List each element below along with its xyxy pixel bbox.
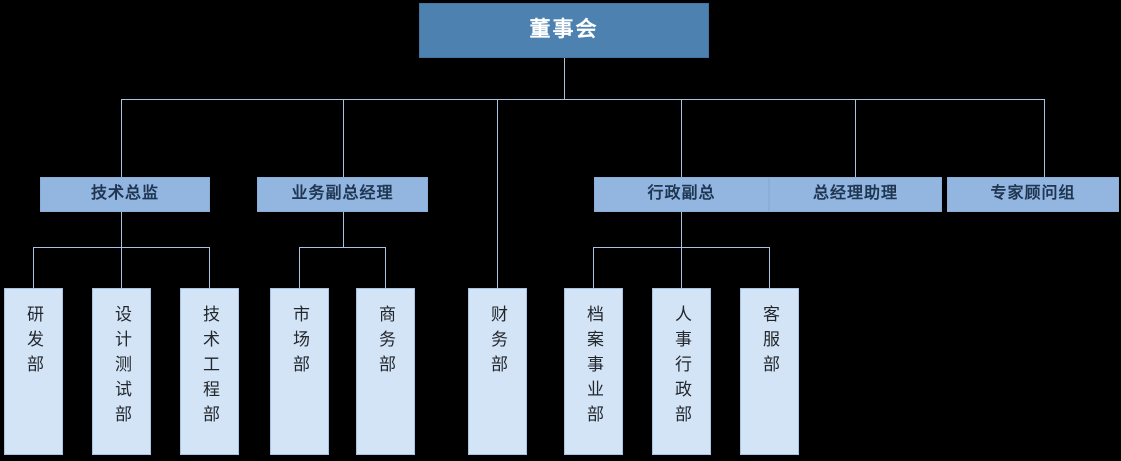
node-board-of-directors[interactable]: 董事会 <box>419 3 709 58</box>
connector-drop-gm-assistant <box>855 99 856 177</box>
connector-drop-commerce-dept <box>385 247 386 288</box>
connector-drop-business-vp <box>343 99 344 177</box>
node-admin-vp[interactable]: 行政副总 <box>594 177 769 212</box>
connector-trunk-business-vp <box>343 212 344 247</box>
node-label: 客服部 <box>760 305 779 380</box>
connector-root-trunk <box>564 58 565 99</box>
node-hr-admin[interactable]: 人事行政部 <box>652 288 711 455</box>
connector-drop-design-test <box>121 247 122 288</box>
node-tech-eng[interactable]: 技术工程部 <box>180 288 239 455</box>
node-label: 设计测试部 <box>112 305 131 430</box>
node-rd-dept[interactable]: 研发部 <box>4 288 63 455</box>
node-commerce-dept[interactable]: 商务部 <box>356 288 415 455</box>
node-label: 业务副总经理 <box>291 185 394 203</box>
node-label: 董事会 <box>529 18 599 42</box>
node-tech-director[interactable]: 技术总监 <box>40 177 210 212</box>
connector-drop-admin-vp <box>681 99 682 177</box>
node-label: 行政副总 <box>647 185 716 203</box>
node-label: 人事行政部 <box>672 305 691 430</box>
node-label: 总经理助理 <box>812 185 898 203</box>
connector-drop-market-dept <box>299 247 300 288</box>
connector-drop-hr-admin <box>681 247 682 288</box>
connector-drop-expert-group <box>1044 99 1045 177</box>
node-gm-assistant[interactable]: 总经理助理 <box>769 177 942 212</box>
node-label: 技术总监 <box>90 185 159 203</box>
connector-trunk-admin-vp <box>681 212 682 247</box>
connector-drop-tech-eng <box>209 247 210 288</box>
node-market-dept[interactable]: 市场部 <box>270 288 329 455</box>
node-label: 技术工程部 <box>200 305 219 430</box>
connector-drop-rd-dept <box>33 247 34 288</box>
node-label: 档案事业部 <box>584 305 603 430</box>
node-business-vp[interactable]: 业务副总经理 <box>257 177 428 212</box>
connector-trunk-tech-director <box>121 212 122 247</box>
node-label: 研发部 <box>24 305 43 380</box>
connector-drop-archive-div <box>593 247 594 288</box>
connector-drop-service-dept <box>769 247 770 288</box>
node-archive-div[interactable]: 档案事业部 <box>564 288 623 455</box>
connector-level1-bus <box>121 99 1045 100</box>
node-label: 财务部 <box>488 305 507 380</box>
connector-drop-tech-director <box>121 99 122 177</box>
node-label: 市场部 <box>290 305 309 380</box>
node-label: 专家顾问组 <box>990 185 1076 203</box>
node-finance-dept[interactable]: 财务部 <box>468 288 527 455</box>
node-expert-group[interactable]: 专家顾问组 <box>947 177 1119 212</box>
node-service-dept[interactable]: 客服部 <box>740 288 799 455</box>
node-label: 商务部 <box>376 305 395 380</box>
connector-drop-finance-dept <box>497 99 498 288</box>
connector-bus-business-vp <box>299 247 386 248</box>
node-design-test[interactable]: 设计测试部 <box>92 288 151 455</box>
